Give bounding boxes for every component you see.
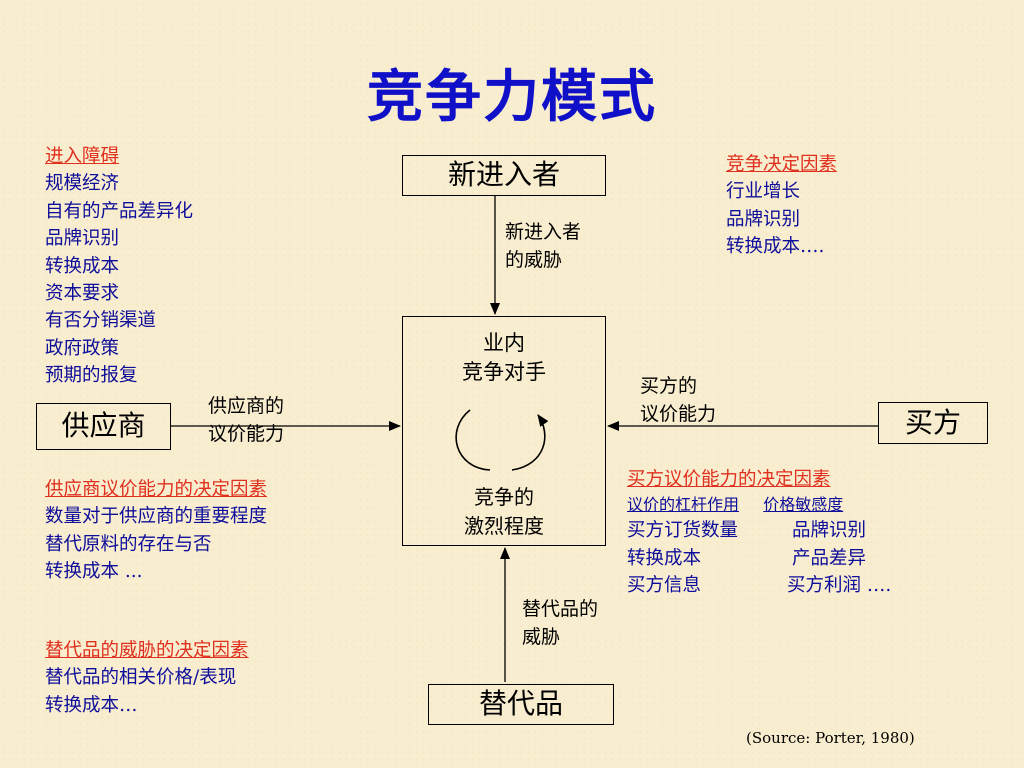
list-item: 替代品的相关价格/表现: [45, 667, 237, 689]
buyer-determinants-list: 买方议价能力的决定因素 议价的杠杆作用 价格敏感度 买方订货数量 品牌识别 转换成…: [627, 466, 891, 600]
label-supplier-power: 供应商的 议价能力: [208, 392, 284, 448]
box-new-entrants-label: 新进入者: [447, 158, 560, 191]
intensity-label-1: 竞争的: [474, 485, 534, 509]
buyer-row: 买方信息 买方利润 ….: [627, 572, 891, 599]
box-buyers: 买方: [878, 402, 988, 444]
list-item: 资本要求: [45, 283, 120, 305]
rivalry-determinants-list: 竞争决定因素 行业增长 品牌识别 转换成本….: [726, 151, 837, 261]
label-new-entrant-threat-1: 新进入者: [505, 221, 582, 243]
rivals-label-2: 竞争对手: [462, 360, 546, 384]
buyer-row: 买方订货数量 品牌识别: [627, 517, 891, 544]
list-item: 自有的产品差异化: [45, 200, 194, 222]
label-new-entrant-threat-2: 的威胁: [505, 249, 563, 271]
label-buyer-power-1: 买方的: [640, 375, 698, 397]
list-item: 转换成本…: [45, 694, 138, 716]
list-item: 规模经济: [45, 173, 120, 195]
label-substitute-threat-1: 替代品的: [522, 598, 599, 620]
list-item: 数量对于供应商的重要程度: [45, 506, 268, 528]
rivals-label-1: 业内: [483, 331, 525, 355]
list-item: 品牌识别: [726, 208, 801, 230]
list-item: 有否分销渠道: [45, 310, 157, 332]
label-substitute-threat: 替代品的 威胁: [522, 595, 598, 651]
entry-barriers-heading: 进入障碍: [45, 146, 120, 167]
buyer-row-right: 品牌识别: [792, 520, 867, 542]
list-item: 品牌识别: [45, 228, 120, 250]
label-new-entrant-threat: 新进入者 的威胁: [505, 218, 581, 274]
box-substitutes: 替代品: [428, 684, 614, 725]
box-industry-rivals: 业内 竞争对手 竞争的 激烈程度: [402, 316, 606, 546]
substitute-determinants-list: 替代品的威胁的决定因素 替代品的相关价格/表现 转换成本…: [45, 637, 249, 719]
buyer-row-left: 转换成本: [627, 547, 702, 569]
source-citation: (Source: Porter, 1980): [746, 729, 915, 747]
label-buyer-power: 买方的 议价能力: [640, 372, 716, 428]
buyer-row-left: 买方订货数量: [627, 520, 739, 542]
page-title: 竞争力模式: [367, 64, 657, 130]
rivalry-determinants-heading: 竞争决定因素: [726, 154, 838, 175]
buyer-determinants-heading: 买方议价能力的决定因素: [627, 469, 831, 490]
box-buyers-label: 买方: [904, 406, 961, 439]
substitute-determinants-heading: 替代品的威胁的决定因素: [45, 640, 249, 661]
list-item: 转换成本 ...: [45, 561, 143, 583]
buyer-row-left: 买方信息: [627, 575, 702, 597]
rivalry-arc-right: [511, 414, 549, 471]
intensity-label-2: 激烈程度: [464, 514, 544, 538]
list-item: 转换成本….: [726, 236, 825, 258]
buyer-subheading-leverage: 议价的杠杆作用: [627, 495, 740, 515]
box-new-entrants: 新进入者: [402, 155, 606, 196]
box-suppliers-label: 供应商: [61, 409, 146, 442]
label-supplier-power-2: 议价能力: [208, 423, 285, 445]
entry-barriers-list: 进入障碍 规模经济 自有的产品差异化 品牌识别 转换成本 资本要求 有否分销渠道…: [45, 143, 193, 390]
list-item: 行业增长: [726, 181, 801, 203]
supplier-determinants-heading: 供应商议价能力的决定因素: [45, 479, 268, 500]
list-item: 预期的报复: [45, 365, 138, 387]
buyer-row-right: 买方利润 ….: [787, 575, 892, 597]
label-substitute-threat-2: 威胁: [522, 626, 561, 648]
buyer-subheading-price-sensitivity: 价格敏感度: [763, 495, 844, 515]
supplier-determinants-list: 供应商议价能力的决定因素 数量对于供应商的重要程度 替代原料的存在与否 转换成本…: [45, 476, 267, 586]
rivalry-arc-left: [455, 409, 491, 471]
label-supplier-power-1: 供应商的: [208, 395, 285, 417]
list-item: 转换成本: [45, 255, 120, 277]
list-item: 政府政策: [45, 337, 120, 359]
box-substitutes-label: 替代品: [478, 687, 563, 720]
label-buyer-power-2: 议价能力: [640, 403, 717, 425]
box-suppliers: 供应商: [36, 403, 171, 450]
buyer-row: 转换成本 产品差异: [627, 545, 891, 572]
buyer-subheadings: 议价的杠杆作用 价格敏感度: [627, 493, 891, 517]
buyer-row-right: 产品差异: [792, 547, 867, 569]
list-item: 替代原料的存在与否: [45, 533, 212, 555]
